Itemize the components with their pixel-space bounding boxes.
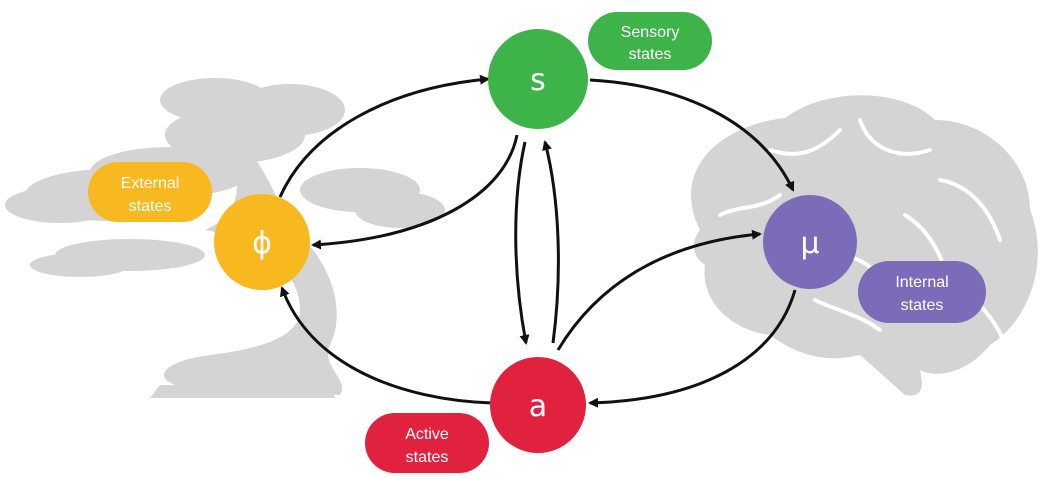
arrow-external-to-sensory [278,74,490,198]
label-internal-line2: states [901,297,944,314]
label-active-line2: states [406,449,449,466]
arrows [278,74,797,408]
label-internal-line1: Internal [895,274,948,291]
node-internal-symbol: μ [800,226,819,261]
brain-icon [691,95,1038,396]
node-sensory-symbol: s [530,63,546,98]
node-active-symbol: a [529,389,547,424]
node-internal: μ [763,195,857,289]
arrow-sensory-to-internal [589,78,795,192]
label-internal-states: Internal states [858,261,986,323]
arrow-sensory-to-external [311,134,519,250]
label-sensory-line2: states [629,46,672,63]
label-external-line2: states [129,198,172,215]
node-sensory: s [488,29,588,129]
arrow-active-to-internal [556,229,762,351]
arrow-active-to-sensory [542,140,560,344]
label-external-line1: External [121,175,180,192]
label-active-states: Active states [365,413,489,473]
arrow-internal-to-active [588,289,797,408]
label-active-line1: Active [405,426,449,443]
node-external: ϕ [214,194,310,290]
label-external-states: External states [88,162,212,222]
label-sensory-states: Sensory states [588,12,712,70]
node-external-symbol: ϕ [252,226,272,261]
arrow-active-to-external [280,286,493,405]
node-active: a [490,357,586,453]
arrow-sensory-to-active [514,141,530,345]
label-sensory-line1: Sensory [621,24,680,41]
